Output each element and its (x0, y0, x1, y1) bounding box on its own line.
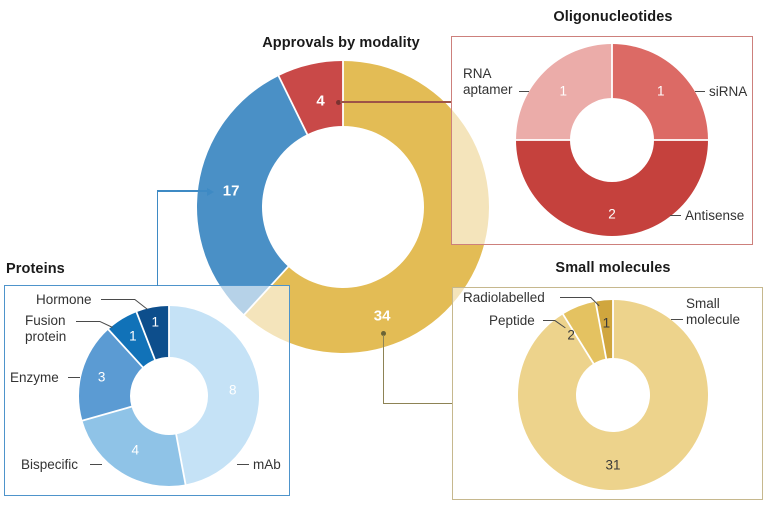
connector-arrow-proteins (207, 187, 214, 196)
callout-line (101, 299, 135, 301)
connector-small-molecules (383, 403, 452, 405)
connector-proteins (156, 191, 158, 286)
label-small-molecule: Small molecule (686, 296, 741, 327)
label-antisense: Antisense (685, 208, 745, 223)
value-label-proteins-fusion-protein: 1 (129, 328, 137, 344)
label-bispecific: Bispecific (21, 457, 79, 472)
callout-line (519, 91, 529, 93)
value-label-small_molecules-small-molecule: 31 (605, 457, 621, 473)
callout-line (671, 319, 683, 321)
callout-line (695, 91, 705, 93)
label-peptide: Peptide (489, 313, 535, 328)
label-radiolabelled: Radiolabelled (463, 290, 545, 305)
label-rna-aptamer: RNA aptamer (463, 66, 513, 97)
callout-line (76, 321, 100, 323)
label-mab: mAb (253, 457, 281, 472)
value-label-small_molecules-peptide: 2 (567, 327, 575, 343)
value-label-oligonucleotides-sirna: 1 (657, 83, 665, 99)
main-chart-title: Approvals by modality (262, 35, 420, 51)
value-label-main-proteins: 17 (222, 182, 240, 200)
connector-proteins (156, 190, 208, 192)
value-label-oligonucleotides-antisense: 2 (608, 206, 616, 222)
value-label-proteins-hormone: 1 (151, 314, 159, 330)
oligonucleotides-panel-title: Oligonucleotides (553, 9, 673, 25)
small-molecules-panel-title: Small molecules (555, 260, 671, 276)
value-label-main-small-molecules: 34 (373, 307, 391, 325)
callout-line (237, 464, 249, 466)
callout-line (670, 215, 681, 217)
value-label-small_molecules-radiolabelled: 1 (602, 315, 611, 331)
label-hormone: Hormone (36, 292, 92, 307)
callout-line (90, 464, 102, 466)
label-enzyme: Enzyme (10, 370, 59, 385)
value-label-proteins-enzyme: 3 (97, 369, 106, 385)
label-sirna: siRNA (709, 84, 748, 99)
value-label-proteins-mab: 8 (228, 382, 237, 398)
value-label-oligonucleotides-rna-aptamer: 1 (559, 83, 567, 99)
connector-oligonucleotides (340, 101, 451, 103)
slice-separator (277, 75, 309, 136)
connector-small-molecules (383, 335, 385, 404)
value-label-main-oligonucleotides: 4 (316, 92, 325, 110)
callout-line (560, 297, 591, 299)
label-fusion-protein: Fusion protein (25, 313, 67, 344)
value-label-proteins-bispecific: 4 (131, 442, 140, 458)
callout-line (68, 377, 80, 379)
slice-main-oligonucleotides (278, 61, 343, 135)
proteins-panel-title: Proteins (6, 261, 65, 277)
